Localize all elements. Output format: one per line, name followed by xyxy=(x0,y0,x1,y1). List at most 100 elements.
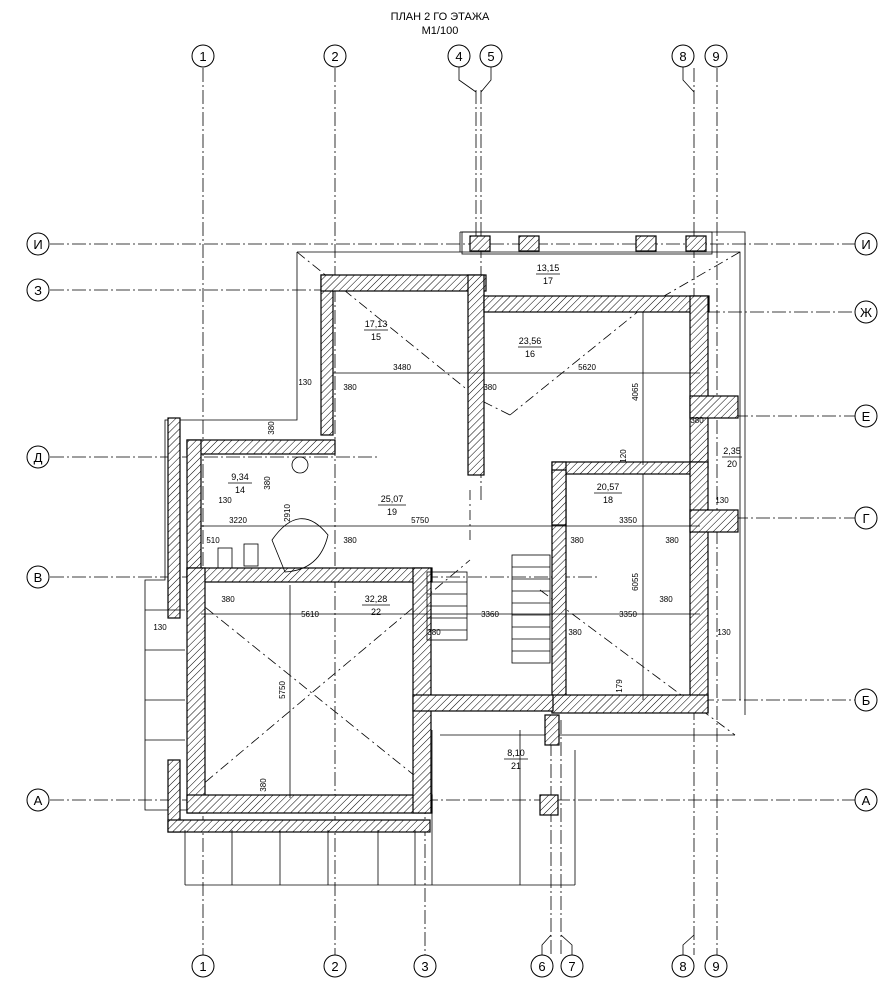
svg-text:32,28: 32,28 xyxy=(365,594,388,604)
staircase xyxy=(426,554,551,664)
svg-text:2: 2 xyxy=(331,959,338,974)
dim-6055: 6055 xyxy=(631,573,640,591)
terrace-grid xyxy=(145,609,576,886)
svg-text:15: 15 xyxy=(371,332,381,342)
svg-text:2,35: 2,35 xyxy=(723,446,741,456)
axis-bubble-bottom-2: 2 xyxy=(323,954,347,978)
axis-bubble-bottom-6: 6 xyxy=(530,954,554,978)
dim-380-a: 380 xyxy=(343,383,357,392)
dim-3350-a: 3350 xyxy=(619,516,637,525)
axis-bubble-right-A: А xyxy=(854,788,878,812)
svg-text:Б: Б xyxy=(862,693,871,708)
axis-bubble-top-8: 8 xyxy=(671,44,695,68)
dim-380-g: 380 xyxy=(665,536,679,545)
svg-text:7: 7 xyxy=(568,959,575,974)
svg-text:З: З xyxy=(34,283,42,298)
svg-text:В: В xyxy=(34,570,43,585)
svg-text:Ж: Ж xyxy=(860,305,872,320)
axis-bubble-top-4: 4 xyxy=(447,44,471,68)
room-19-label: 25,07 19 xyxy=(378,494,406,517)
axis-bubble-top-5: 5 xyxy=(479,44,503,68)
svg-text:4: 4 xyxy=(455,49,462,64)
dim-4065: 4065 xyxy=(631,383,640,401)
axis-bubble-left-I: И xyxy=(26,232,50,256)
axis-bubble-left-V: В xyxy=(26,565,50,589)
dim-380-i: 380 xyxy=(659,595,673,604)
dimension-lines xyxy=(201,312,700,798)
svg-text:19: 19 xyxy=(387,507,397,517)
dim-130-c: 130 xyxy=(715,496,729,505)
dim-380-k: 380 xyxy=(259,778,268,792)
dim-3360: 3360 xyxy=(481,610,499,619)
room-21-label: 8,10 21 xyxy=(504,748,528,771)
axis-bubble-left-D: Д xyxy=(26,445,50,469)
plan-title: ПЛАН 2 ГО ЭТАЖА xyxy=(391,11,490,23)
dim-380-j: 380 xyxy=(568,628,582,637)
room-15-label: 17,13 15 xyxy=(364,319,388,342)
dim-3480: 3480 xyxy=(393,363,411,372)
room-22-label: 32,28 22 xyxy=(362,594,390,617)
axis-bubble-bottom-7: 7 xyxy=(560,954,584,978)
svg-text:8: 8 xyxy=(679,959,686,974)
room-17-label: 13,15 17 xyxy=(536,263,560,286)
axis-bubble-left-Z: З xyxy=(26,278,50,302)
room-18-label: 20,57 18 xyxy=(594,482,622,505)
svg-text:2: 2 xyxy=(331,49,338,64)
svg-text:20: 20 xyxy=(727,459,737,469)
axis-bubble-right-B: Б xyxy=(854,688,878,712)
svg-text:Е: Е xyxy=(862,409,871,424)
dim-5750-b: 5750 xyxy=(278,681,287,699)
svg-text:А: А xyxy=(34,793,43,808)
svg-text:8: 8 xyxy=(679,49,686,64)
svg-text:18: 18 xyxy=(603,495,613,505)
dim-5610: 5610 xyxy=(301,610,319,619)
svg-text:И: И xyxy=(861,237,870,252)
dimension-labels: 3480 5620 130 380 380 380 4065 120 130 3… xyxy=(153,363,731,792)
dim-3220: 3220 xyxy=(229,516,247,525)
dim-380-e: 380 xyxy=(343,536,357,545)
svg-text:17,13: 17,13 xyxy=(365,319,388,329)
svg-text:5: 5 xyxy=(487,49,494,64)
svg-text:9: 9 xyxy=(712,49,719,64)
room-14-label: 9,34 14 xyxy=(228,472,252,495)
svg-text:20,57: 20,57 xyxy=(597,482,620,492)
dim-179: 179 xyxy=(615,679,624,693)
svg-text:21: 21 xyxy=(511,761,521,771)
room-16-label: 23,56 16 xyxy=(518,336,542,359)
dim-120: 120 xyxy=(619,449,628,463)
room-labels: 13,15 17 17,13 15 23,56 16 9,34 14 25,07… xyxy=(228,263,742,771)
axis-bubble-bottom-3: 3 xyxy=(413,954,437,978)
dim-130-e: 130 xyxy=(717,628,731,637)
svg-text:1: 1 xyxy=(199,49,206,64)
dim-380-f: 380 xyxy=(570,536,584,545)
dim-5620: 5620 xyxy=(578,363,596,372)
axis-bubble-bottom-9: 9 xyxy=(704,954,728,978)
dim-130-b: 130 xyxy=(218,496,232,505)
svg-text:9: 9 xyxy=(712,959,719,974)
svg-text:9,34: 9,34 xyxy=(231,472,249,482)
axis-bubble-right-E: Е xyxy=(854,404,878,428)
svg-text:23,56: 23,56 xyxy=(519,336,542,346)
axis-bubble-top-1: 1 xyxy=(191,44,215,68)
axis-bubble-right-Zh: Ж xyxy=(854,300,878,324)
svg-text:25,07: 25,07 xyxy=(381,494,404,504)
dim-380-m: 380 xyxy=(690,416,704,425)
walls xyxy=(167,231,739,833)
dim-2910: 2910 xyxy=(283,504,292,522)
axis-bubble-top-9: 9 xyxy=(704,44,728,68)
bathroom-fixtures xyxy=(217,456,329,573)
dim-3350-b: 3350 xyxy=(619,610,637,619)
axis-bubble-bottom-1: 1 xyxy=(191,954,215,978)
dim-380-h: 380 xyxy=(221,595,235,604)
dim-380-l: 380 xyxy=(427,628,441,637)
dim-380-d: 380 xyxy=(263,476,272,490)
svg-text:14: 14 xyxy=(235,485,245,495)
svg-text:1: 1 xyxy=(199,959,206,974)
plan-scale: М1/100 xyxy=(422,25,459,37)
dim-5750-a: 5750 xyxy=(411,516,429,525)
svg-text:8,10: 8,10 xyxy=(507,748,525,758)
room-20-label: 2,35 20 xyxy=(722,446,742,469)
svg-text:3: 3 xyxy=(421,959,428,974)
dim-130-a: 130 xyxy=(298,378,312,387)
dim-510: 510 xyxy=(206,536,220,545)
